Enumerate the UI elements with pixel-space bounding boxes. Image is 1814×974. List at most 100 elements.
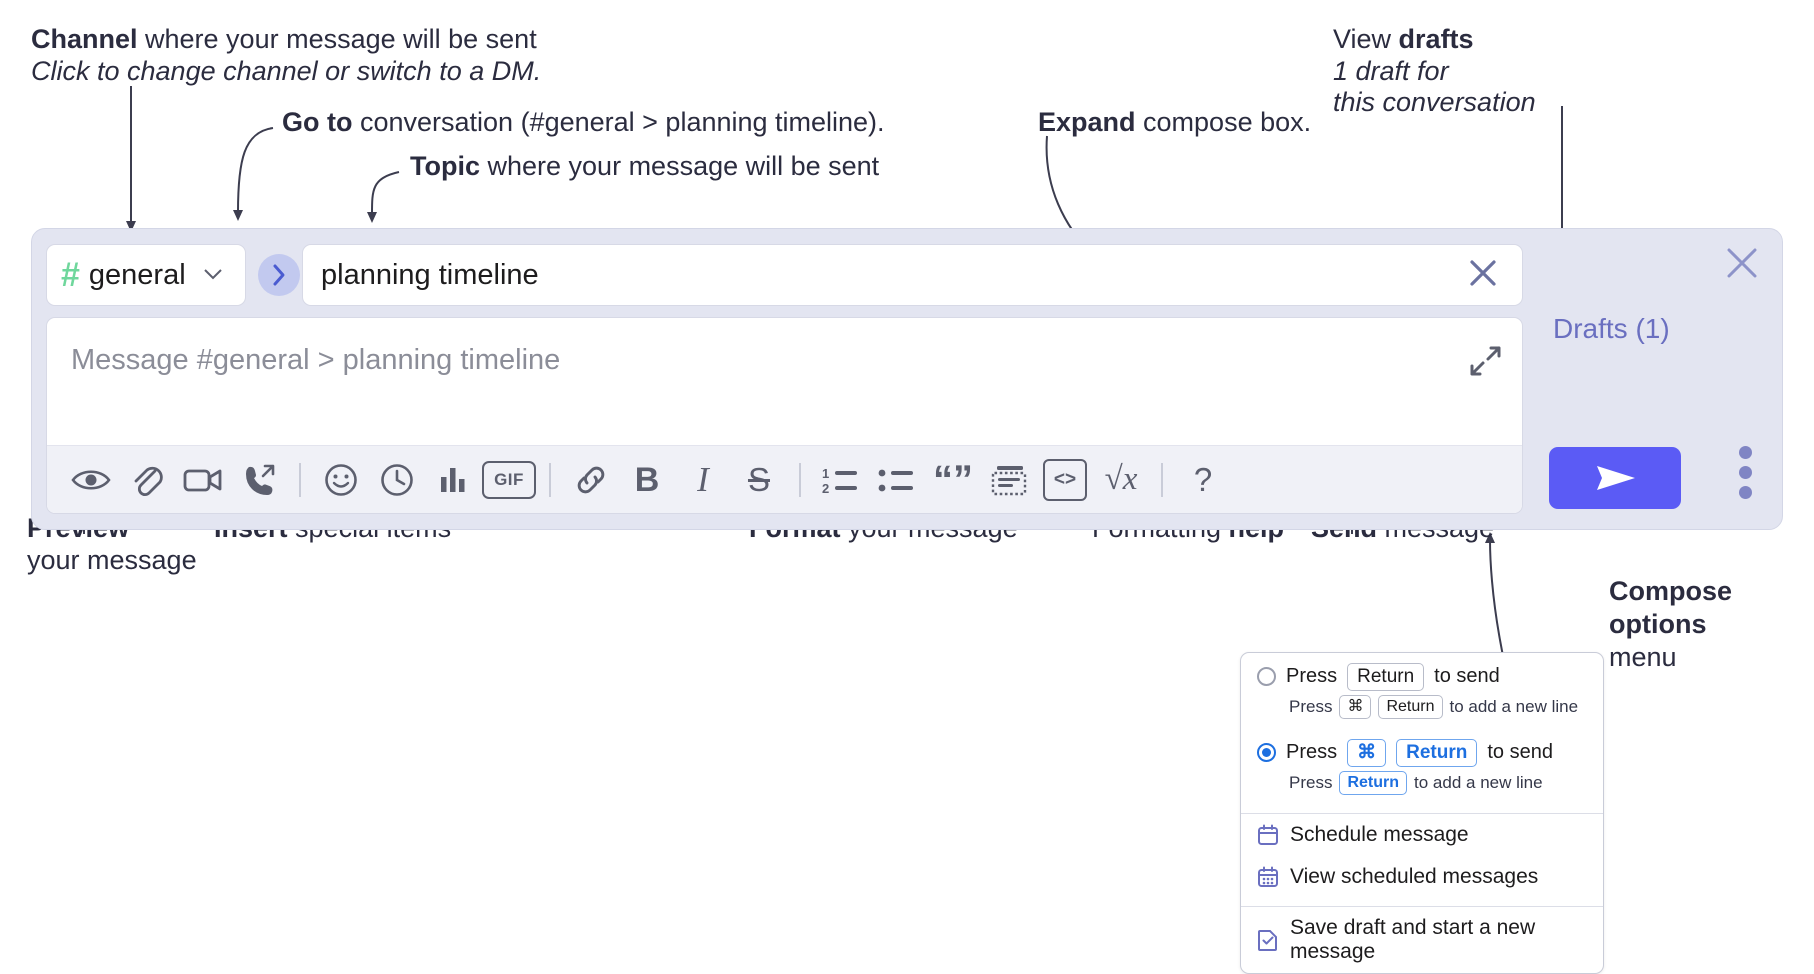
annotation-topic-rest: where your message will be sent	[480, 151, 880, 181]
radio-cmd-return[interactable]	[1257, 743, 1276, 763]
preview-icon[interactable]	[63, 452, 119, 508]
option1-sub-pre: Press	[1289, 696, 1333, 716]
bold-label: B	[634, 460, 660, 499]
annotation-drafts-sub1: 1 draft for	[1333, 56, 1449, 86]
option1-pre: Press	[1286, 665, 1338, 688]
send-option-cmd-return[interactable]: Press ⌘ Return to send	[1241, 729, 1603, 771]
audio-call-icon[interactable]	[231, 452, 287, 508]
option2-pre: Press	[1286, 741, 1338, 764]
key-return-blue-small: Return	[1339, 770, 1408, 795]
send-option-cmd-return-sub: Press Return to add a new line	[1241, 770, 1603, 805]
compose-side-panel: Drafts (1)	[1535, 229, 1782, 529]
code-icon[interactable]: <>	[1037, 452, 1093, 508]
compose-options-menu: Press Return to send Press ⌘ Return to a…	[1240, 652, 1604, 974]
annotation-expand-bold: Expand	[1038, 107, 1136, 137]
gif-icon[interactable]: GIF	[481, 452, 537, 508]
compose-main: # general planning timeline Message #gen…	[32, 229, 1537, 529]
separator	[799, 462, 801, 497]
strikethrough-icon[interactable]: S	[731, 452, 787, 508]
send-option-return-sub: Press ⌘ Return to add a new line	[1241, 694, 1603, 729]
calendar-grid-icon	[1257, 866, 1279, 888]
annotation-drafts-bold: drafts	[1398, 24, 1474, 54]
blockquote-icon[interactable]: “”	[925, 452, 981, 508]
expand-arrows-icon[interactable]	[1468, 344, 1502, 378]
message-input-area[interactable]: Message #general > planning timeline	[46, 317, 1523, 514]
blockquote-label: “”	[933, 457, 973, 502]
poll-icon[interactable]	[425, 452, 481, 508]
send-button[interactable]	[1549, 447, 1681, 509]
strikethrough-label: S	[747, 461, 770, 498]
menu-item-label: Save draft and start a new message	[1290, 915, 1536, 963]
math-label: √x	[1104, 461, 1138, 497]
divider	[1241, 905, 1603, 907]
svg-text:1: 1	[822, 466, 829, 481]
bold-icon[interactable]: B	[619, 452, 675, 508]
annotation-options-1: Compose	[1609, 576, 1733, 606]
channel-name-label: general	[88, 258, 186, 291]
menu-item-save-draft[interactable]: Save draft and start a new message	[1241, 907, 1603, 973]
math-icon[interactable]: √x	[1093, 452, 1149, 508]
attachment-icon[interactable]	[119, 452, 175, 508]
annotation-channel-sub: Click to change channel or switch to a D…	[31, 56, 542, 86]
key-cmd-blue: ⌘	[1347, 738, 1387, 767]
annotation-goto-rest: conversation (#general > planning timeli…	[352, 107, 885, 137]
menu-item-label: View scheduled messages	[1290, 864, 1539, 888]
gif-label: GIF	[482, 460, 536, 499]
annotation-topic: Topic where your message will be sent	[410, 150, 879, 183]
drafts-link[interactable]: Drafts (1)	[1553, 313, 1670, 344]
save-draft-icon	[1257, 929, 1279, 951]
video-icon[interactable]	[175, 452, 231, 508]
option2-post: to send	[1487, 741, 1553, 764]
italic-label: I	[697, 460, 709, 499]
channel-selector[interactable]: # general	[46, 244, 246, 306]
emoji-icon[interactable]	[313, 452, 369, 508]
chevron-right-icon	[273, 264, 285, 286]
dot	[1739, 466, 1752, 479]
help-label: ?	[1193, 461, 1213, 498]
option2-sub-post: to add a new line	[1414, 772, 1543, 792]
separator	[549, 462, 551, 497]
annotation-topic-bold: Topic	[410, 151, 480, 181]
annotation-drafts-sub2: this conversation	[1333, 87, 1536, 117]
annotation-preview-sub: your message	[27, 545, 197, 575]
annotation-expand-rest: compose box.	[1135, 107, 1312, 137]
goto-conversation-button[interactable]	[258, 254, 300, 296]
menu-item-label: Schedule message	[1290, 822, 1469, 846]
separator	[1161, 462, 1163, 497]
bullet-list-icon[interactable]	[869, 452, 925, 508]
key-return: Return	[1347, 663, 1425, 691]
chevron-down-icon	[203, 264, 223, 286]
option1-sub-post: to add a new line	[1449, 696, 1579, 716]
italic-icon[interactable]: I	[675, 452, 731, 508]
topic-value: planning timeline	[321, 258, 539, 291]
separator	[299, 462, 301, 497]
option1-post: to send	[1434, 665, 1500, 688]
dot	[1739, 446, 1752, 459]
annotation-options-2: options	[1609, 609, 1707, 639]
help-icon[interactable]: ?	[1175, 452, 1231, 508]
compose-options-button[interactable]	[1739, 446, 1752, 499]
close-icon[interactable]	[1724, 245, 1760, 286]
code-label: <>	[1043, 458, 1087, 501]
annotation-goto-bold: Go to	[282, 107, 353, 137]
message-placeholder: Message #general > planning timeline	[71, 344, 561, 376]
annotation-drafts-plain: View	[1333, 24, 1399, 54]
key-return-small: Return	[1378, 694, 1443, 719]
send-option-return[interactable]: Press Return to send	[1241, 653, 1603, 695]
code-block-icon[interactable]	[981, 452, 1037, 508]
menu-item-schedule-message[interactable]: Schedule message	[1241, 814, 1603, 856]
annotation-channel-bold: Channel	[31, 24, 138, 54]
svg-text:2: 2	[822, 481, 829, 495]
link-icon[interactable]	[563, 452, 619, 508]
menu-item-view-scheduled[interactable]: View scheduled messages	[1241, 856, 1603, 898]
radio-return[interactable]	[1257, 667, 1276, 687]
key-cmd: ⌘	[1339, 694, 1372, 719]
clear-topic-icon[interactable]	[1466, 256, 1522, 295]
dot	[1739, 486, 1752, 499]
clock-icon[interactable]	[369, 452, 425, 508]
option2-sub-pre: Press	[1289, 772, 1333, 792]
calendar-icon	[1257, 824, 1279, 846]
topic-input[interactable]: planning timeline	[302, 244, 1523, 306]
